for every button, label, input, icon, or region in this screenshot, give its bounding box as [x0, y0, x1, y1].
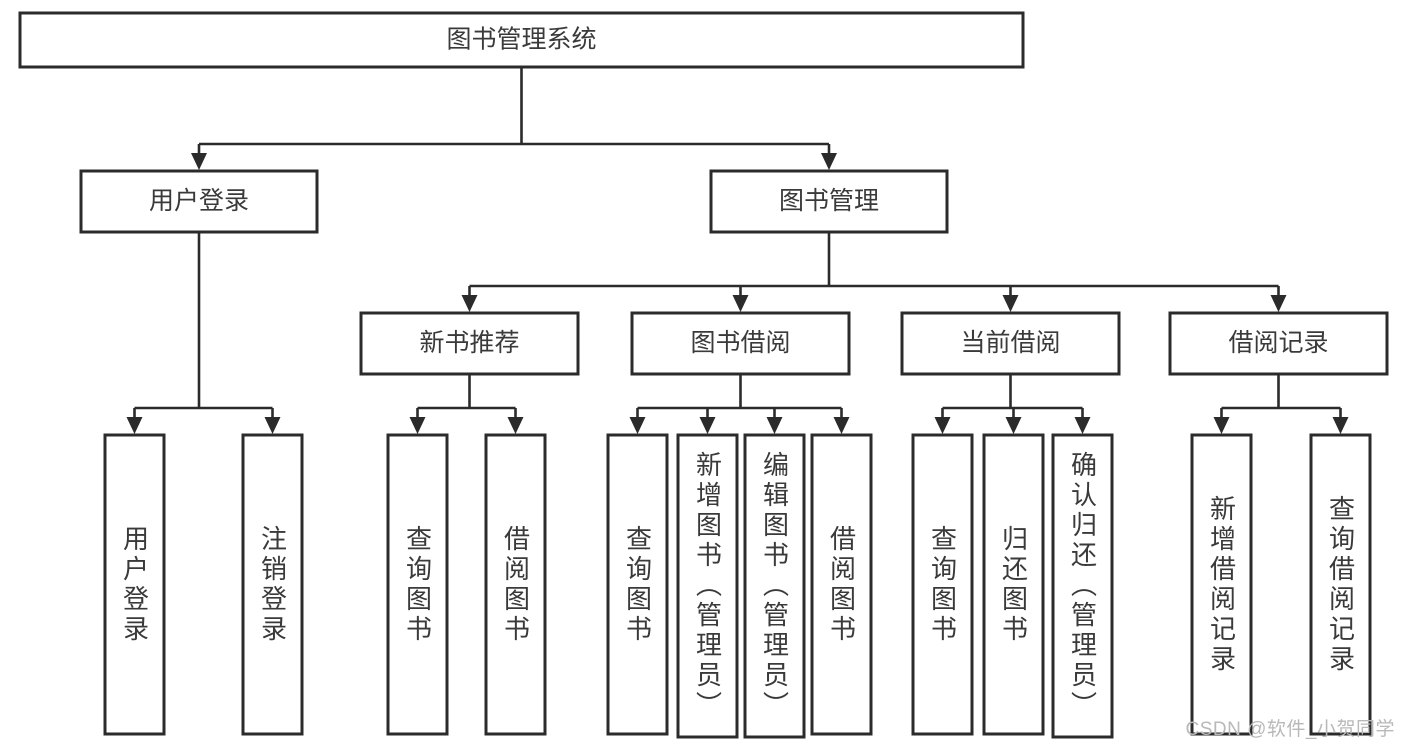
node-box-leaf-query-record [1309, 433, 1372, 736]
node-label-wrap-leaf-query-book-3: 查询图书 [927, 524, 958, 645]
node-label-wrap-leaf-logout-login: 注销登录 [257, 524, 288, 645]
connector-group-user-login [126, 232, 281, 434]
node-box-root [18, 11, 1025, 69]
node-leaf-confirm-return[interactable]: 确认归还（管理员） [1051, 433, 1114, 739]
node-leaf-borrow-book-1[interactable]: 借阅图书 [484, 433, 547, 736]
node-box-leaf-query-book-2 [606, 433, 669, 736]
node-box-leaf-logout-login [241, 433, 304, 736]
node-label-leaf-query-book-1: 查询图书 [402, 524, 433, 645]
node-box-leaf-query-book-1 [386, 433, 449, 736]
node-leaf-borrow-book-2[interactable]: 借阅图书 [810, 433, 873, 736]
node-root[interactable]: 图书管理系统 [18, 11, 1025, 69]
node-box-user-login [79, 169, 319, 234]
node-label-leaf-borrow-book-2: 借阅图书 [826, 524, 857, 645]
node-borrow-records[interactable]: 借阅记录 [1168, 311, 1389, 376]
connector-group-book-management [461, 232, 1287, 312]
node-label-leaf-add-book: 新增图书（管理员） [692, 451, 723, 721]
node-label-leaf-query-book-3: 查询图书 [927, 524, 958, 645]
node-box-leaf-query-book-3 [911, 433, 974, 736]
node-box-book-borrow [630, 311, 851, 376]
node-label-wrap-leaf-query-book-2: 查询图书 [622, 524, 653, 645]
node-box-leaf-edit-book [743, 433, 806, 739]
node-leaf-query-record[interactable]: 查询借阅记录 [1309, 433, 1372, 736]
node-leaf-user-login[interactable]: 用户登录 [103, 433, 166, 736]
node-book-management[interactable]: 图书管理 [709, 169, 949, 234]
node-label-wrap-leaf-confirm-return: 确认归还（管理员） [1067, 451, 1098, 721]
node-label-wrap-leaf-return-book: 归还图书 [998, 524, 1029, 645]
node-label-wrap-leaf-edit-book: 编辑图书（管理员） [759, 451, 790, 721]
node-label-leaf-query-book-2: 查询图书 [622, 524, 653, 645]
node-label-leaf-borrow-book-1: 借阅图书 [500, 524, 531, 645]
node-leaf-query-book-3[interactable]: 查询图书 [911, 433, 974, 736]
node-label-leaf-query-record: 查询借阅记录 [1325, 494, 1356, 675]
node-label-wrap-leaf-borrow-book-2: 借阅图书 [826, 524, 857, 645]
node-new-book-recommend[interactable]: 新书推荐 [359, 311, 580, 376]
connector-group-root [191, 67, 837, 170]
node-label-leaf-return-book: 归还图书 [998, 524, 1029, 645]
node-box-leaf-user-login [103, 433, 166, 736]
node-label-book-management: 图书管理 [779, 187, 879, 215]
node-leaf-return-book[interactable]: 归还图书 [982, 433, 1045, 736]
node-label-wrap-leaf-query-record: 查询借阅记录 [1325, 494, 1356, 675]
node-box-book-management [709, 169, 949, 234]
node-box-leaf-add-record [1190, 433, 1253, 736]
node-leaf-query-book-2[interactable]: 查询图书 [606, 433, 669, 736]
node-leaf-add-book[interactable]: 新增图书（管理员） [676, 433, 739, 739]
node-box-leaf-borrow-book-2 [810, 433, 873, 736]
node-label-wrap-leaf-borrow-book-1: 借阅图书 [500, 524, 531, 645]
node-label-wrap-leaf-add-record: 新增借阅记录 [1206, 494, 1237, 675]
node-label-user-login: 用户登录 [149, 187, 249, 215]
node-label-wrap-leaf-query-book-1: 查询图书 [402, 524, 433, 645]
node-label-leaf-user-login: 用户登录 [119, 524, 150, 645]
node-book-borrow[interactable]: 图书借阅 [630, 311, 851, 376]
connector-group-new-book-recommend [409, 374, 524, 434]
node-label-leaf-edit-book: 编辑图书（管理员） [759, 451, 790, 721]
node-box-new-book-recommend [359, 311, 580, 376]
node-label-wrap-leaf-add-book: 新增图书（管理员） [692, 451, 723, 721]
node-user-login[interactable]: 用户登录 [79, 169, 319, 234]
node-box-leaf-confirm-return [1051, 433, 1114, 739]
node-leaf-logout-login[interactable]: 注销登录 [241, 433, 304, 736]
node-label-current-borrow: 当前借阅 [960, 329, 1060, 357]
node-layer: 图书管理系统用户登录图书管理新书推荐图书借阅当前借阅借阅记录用户登录注销登录查询… [18, 11, 1389, 739]
node-label-root: 图书管理系统 [446, 26, 596, 54]
connector-group-current-borrow [934, 374, 1091, 434]
connector-layer [126, 67, 1349, 434]
connector-group-book-borrow [629, 374, 850, 434]
node-label-borrow-records: 借阅记录 [1228, 329, 1328, 357]
node-box-current-borrow [900, 311, 1121, 376]
node-box-leaf-return-book [982, 433, 1045, 736]
node-label-leaf-logout-login: 注销登录 [257, 524, 288, 645]
node-box-leaf-borrow-book-1 [484, 433, 547, 736]
connector-group-borrow-records [1213, 374, 1349, 434]
node-leaf-edit-book[interactable]: 编辑图书（管理员） [743, 433, 806, 739]
node-label-wrap-leaf-user-login: 用户登录 [119, 524, 150, 645]
node-leaf-query-book-1[interactable]: 查询图书 [386, 433, 449, 736]
node-label-leaf-add-record: 新增借阅记录 [1206, 494, 1237, 675]
node-box-borrow-records [1168, 311, 1389, 376]
node-label-leaf-confirm-return: 确认归还（管理员） [1067, 451, 1098, 721]
node-label-new-book-recommend: 新书推荐 [419, 329, 519, 357]
node-leaf-add-record[interactable]: 新增借阅记录 [1190, 433, 1253, 736]
node-label-book-borrow: 图书借阅 [690, 329, 790, 357]
node-box-leaf-add-book [676, 433, 739, 739]
node-current-borrow[interactable]: 当前借阅 [900, 311, 1121, 376]
